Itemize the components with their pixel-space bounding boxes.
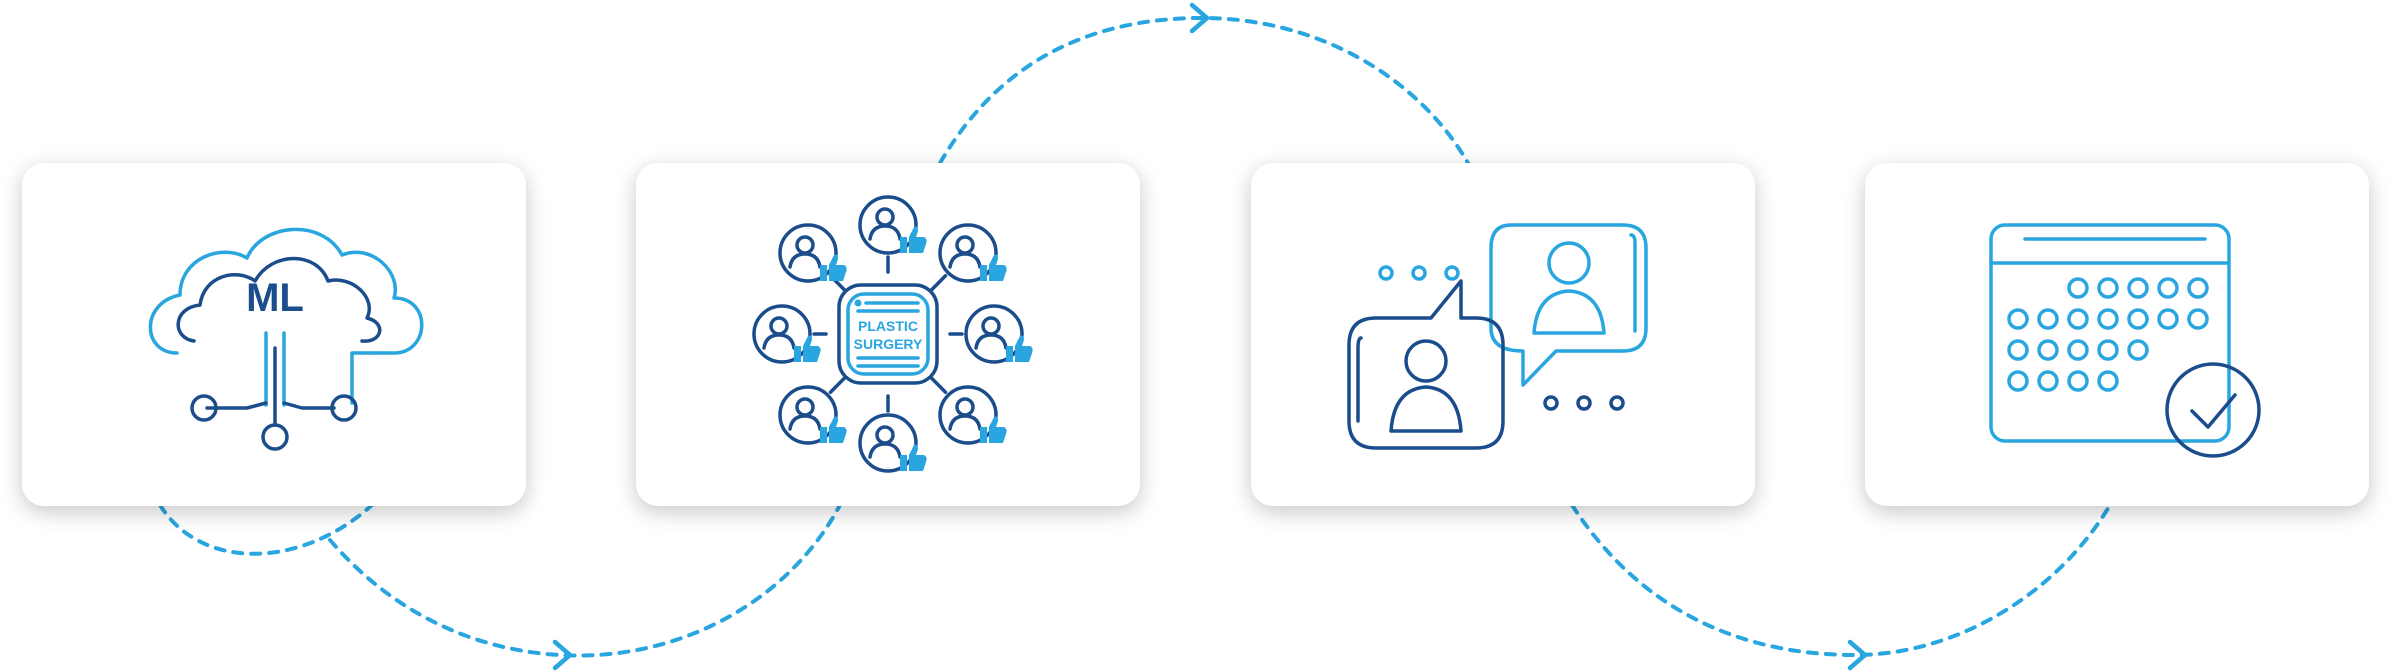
flow-arrow-bottom-right	[1847, 639, 1868, 671]
network-node-7	[752, 304, 828, 364]
network-node-8	[778, 223, 847, 292]
surgery-label: SURGERY	[854, 336, 923, 352]
step-card-ml: ML	[22, 163, 526, 506]
flow-path-bottom-left	[328, 503, 842, 658]
calendar-day-dot	[2127, 339, 2149, 361]
calendar-day-dot	[2007, 370, 2029, 392]
network-node-5	[858, 394, 927, 473]
calendar-day-dot	[2067, 370, 2089, 392]
calendar-day-dot	[2127, 277, 2149, 299]
calendar-day-dot	[2037, 339, 2059, 361]
calendar-day-dot	[2037, 308, 2059, 330]
calendar-day-dot	[2097, 339, 2119, 361]
network-node-4	[929, 376, 1007, 445]
calendar-day-dot	[2157, 277, 2179, 299]
flow-arrow-bottom-left	[552, 639, 573, 671]
plastic-label: PLASTIC	[858, 318, 918, 334]
calendar-day-dot	[2097, 370, 2119, 392]
chat-consultation-icon	[1347, 223, 1648, 450]
calendar-day-dot	[2127, 308, 2149, 330]
flow-path-loop	[158, 503, 374, 556]
cloud-ml-icon: ML	[148, 227, 424, 451]
calendar-day-dot	[2097, 277, 2119, 299]
calendar-day-dot	[2187, 308, 2209, 330]
step-card-calendar	[1865, 163, 2369, 506]
step-card-plastic-surgery: PLASTIC SURGERY	[636, 163, 1140, 506]
flow-path-top	[938, 15, 1470, 165]
calendar-day-dot	[2007, 339, 2029, 361]
calendar-day-dot	[2067, 339, 2089, 361]
step-card-consultation	[1251, 163, 1755, 506]
network-node-1	[858, 195, 927, 274]
calendar-day-dot	[2007, 308, 2029, 330]
calendar-check-icon	[1989, 223, 2261, 458]
calendar-day-dot	[2067, 277, 2089, 299]
calendar-day-dot	[2037, 370, 2059, 392]
calendar-day-dot	[2097, 308, 2119, 330]
plastic-surgery-network-icon: PLASTIC SURGERY	[752, 195, 1033, 473]
calendar-day-dot	[2187, 277, 2209, 299]
network-node-2	[929, 223, 1007, 292]
ml-label: ML	[246, 276, 304, 320]
network-node-6	[778, 376, 847, 445]
calendar-day-dot	[2067, 308, 2089, 330]
network-node-3	[948, 304, 1033, 364]
flow-path-bottom-right	[1570, 503, 2112, 658]
flow-arrow-top	[1189, 2, 1210, 34]
calendar-day-dot	[2157, 308, 2179, 330]
